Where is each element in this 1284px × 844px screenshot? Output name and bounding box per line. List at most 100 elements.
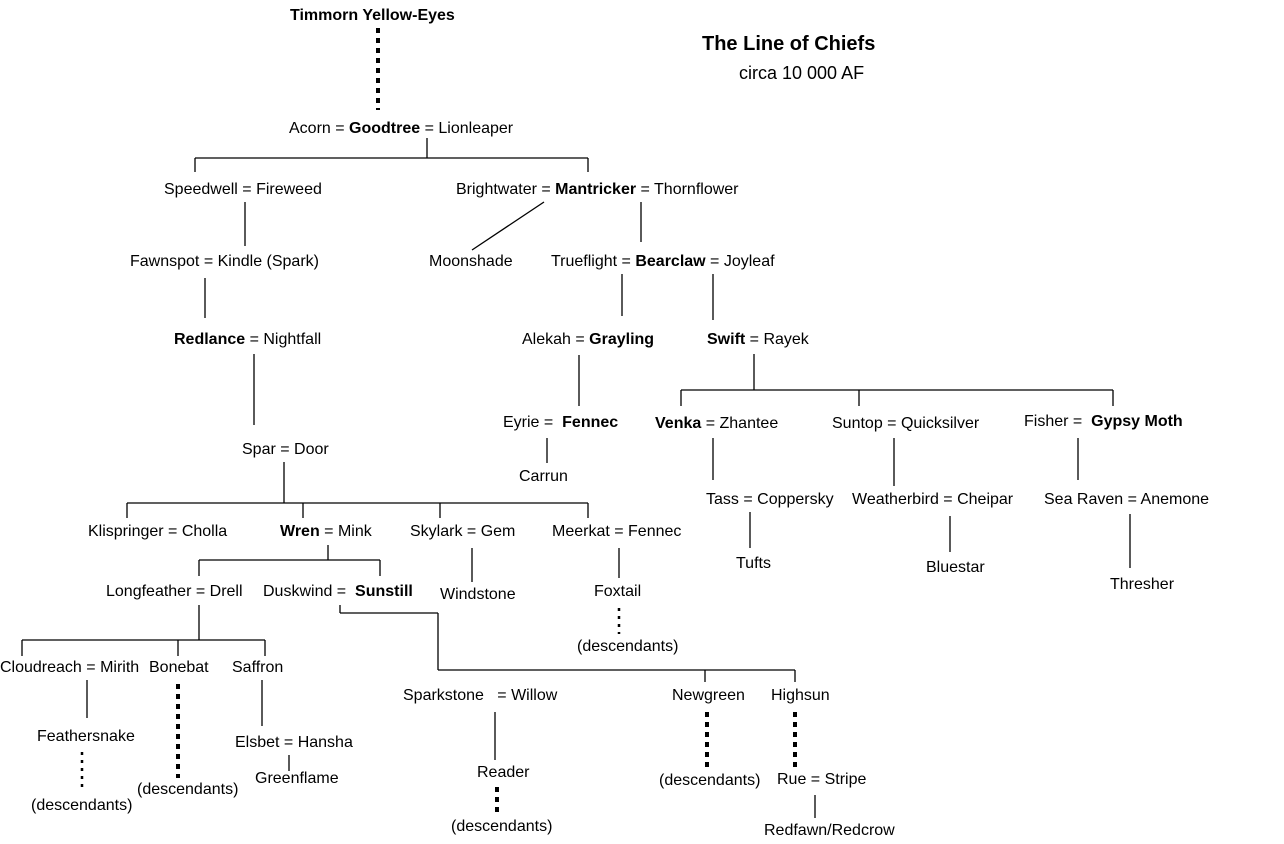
person-thresher: Thresher [1110,576,1175,593]
couple-elsbet: Elsbet = Hansha [235,733,353,753]
spouse-sign: = [882,415,901,432]
couple-mantricker: Brightwater = Mantricker = Thornflower [456,180,739,200]
spouse-sign: = [539,414,558,431]
couple-searaven: Sea Raven = Anemone [1044,490,1209,510]
couple-speedwell: Speedwell = Fireweed [164,180,322,200]
spouse-sign: = [609,523,629,540]
spouse-sign: = [319,523,338,540]
descendants-bonebat: (descendants) [137,781,239,798]
person-foxtail: Foxtail [594,583,642,600]
person-cheipar: Cheipar [957,491,1014,508]
person-spar: Spar [242,441,276,458]
person-windstone: Windstone [440,586,516,603]
spouse-sign: = [245,331,264,348]
couple-goodtree: Acorn = Goodtree = Lionleaper [289,119,513,139]
couple-gypsymoth: Fisher = Gypsy Moth [1024,412,1183,432]
person-fisher: Fisher [1024,413,1069,430]
person-fawnspot: Fawnspot [130,253,200,270]
person-tass: Tass [706,491,739,508]
person-bonebat: Bonebat [149,659,209,676]
couple-longfeather: Longfeather = Drell [106,582,243,602]
person-swift: Swift [707,331,746,348]
person-moonshade: Moonshade [429,253,513,270]
person-timmorn: Timmorn Yellow-Eyes [290,7,455,24]
person-brightwater: Brightwater [456,181,537,198]
person-rayek: Rayek [763,331,809,348]
person-mantricker: Mantricker [555,181,637,198]
person-cholla: Cholla [181,523,228,540]
couple-rue: Rue = Stripe [777,770,866,790]
person-trueflight: Trueflight [551,253,618,270]
diagram-title: The Line of Chiefs [702,33,876,55]
person-skylark: Skylark [410,523,463,540]
couple-klispringer: Klispringer = Cholla [88,522,227,542]
person-rue: Rue [777,771,807,788]
couple-grayling: Alekah = Grayling [522,330,654,350]
person-drell: Drell [209,583,243,600]
person-goodtree: Goodtree [349,120,421,137]
spouse-sign: = [163,523,182,540]
person-alekah: Alekah [522,331,571,348]
spouse-sign: = [462,523,481,540]
couple-meerkat: Meerkat = Fennec [552,522,681,542]
person-zhantee: Zhantee [719,415,779,432]
couple-sunstill: Duskwind = Sunstill [263,582,413,602]
descendants-foxtail: (descendants) [577,638,679,655]
person-coppersky: Coppersky [757,491,834,508]
person-gem: Gem [480,523,516,540]
person-acorn: Acorn [289,120,331,137]
person-door: Door [294,441,329,458]
spouse-sign: = [1123,491,1141,508]
person-stripe: Stripe [824,771,867,788]
person-fennec-meerkat: Fennec [628,523,682,540]
person-willow: Willow [511,687,558,704]
couple-fawnspot: Fawnspot = Kindle (Spark) [130,252,319,272]
person-bearclaw: Bearclaw [635,253,706,270]
person-anemone: Anemone [1140,491,1210,508]
couple-sparkstone: Sparkstone = Willow [403,686,557,706]
spouse-sign: = [938,491,958,508]
person-venka: Venka [655,415,702,432]
person-joyleaf: Joyleaf [723,253,775,270]
person-mirith: Mirith [100,659,140,676]
person-mink: Mink [337,523,372,540]
person-newgreen: Newgreen [672,687,745,704]
person-fireweed: Fireweed [256,181,322,198]
person-highsun: Highsun [771,687,830,704]
couple-swift: Swift = Rayek [707,330,809,350]
person-thornflower: Thornflower [654,181,739,198]
spouse-sign: = [275,441,295,458]
line-brightwater-moonshade [471,201,545,251]
couple-suntop: Suntop = Quicksilver [832,414,979,434]
descendants-newgreen: (descendants) [659,772,761,789]
spouse-sign: = [738,491,758,508]
person-redfawn: Redfawn/Redcrow [764,822,895,839]
person-suntop: Suntop [832,415,883,432]
spouse-sign: = [81,659,101,676]
person-speedwell: Speedwell [164,181,238,198]
person-saffron: Saffron [232,659,284,676]
spouse-sign: = [191,583,210,600]
person-hansha: Hansha [297,734,353,751]
spouse-sign: = [420,120,439,137]
person-weatherbird: Weatherbird [852,491,939,508]
spouse-sign: = [705,253,724,270]
spouse-sign: = [1068,413,1087,430]
person-lionleaper: Lionleaper [438,120,514,137]
spouse-sign: = [492,687,512,704]
person-wren: Wren [280,523,320,540]
couple-redlance: Redlance = Nightfall [174,330,321,350]
couple-bearclaw: Trueflight = Bearclaw = Joyleaf [551,252,775,272]
spouse-sign: = [536,181,556,198]
person-feathersnake: Feathersnake [37,728,135,745]
spouse-sign: = [199,253,218,270]
person-duskwind: Duskwind [263,583,333,600]
couple-tass: Tass = Coppersky [706,490,834,510]
couple-weatherbird: Weatherbird = Cheipar [852,490,1013,510]
person-fennec: Fennec [562,414,619,431]
person-longfeather: Longfeather [106,583,192,600]
couple-fennec: Eyrie = Fennec [503,413,618,433]
diagram-subtitle: circa 10 000 AF [739,63,865,83]
spouse-sign: = [332,583,351,600]
person-nightfall: Nightfall [263,331,322,348]
